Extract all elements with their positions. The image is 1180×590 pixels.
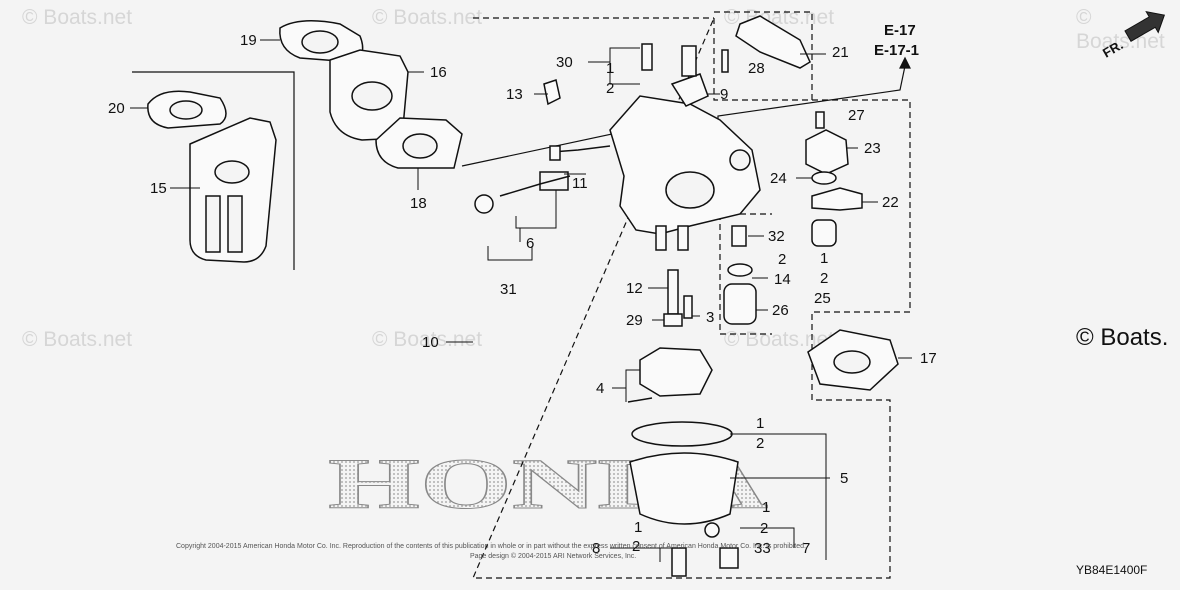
- callout-1: 1: [606, 60, 614, 77]
- callout-2b: 2: [820, 270, 828, 287]
- watermark-prominent: © Boats.: [1076, 324, 1169, 351]
- valve-25: [811, 219, 837, 247]
- float-4: [639, 347, 713, 397]
- callout-10: 10: [422, 334, 439, 351]
- callout-15: 15: [150, 180, 167, 197]
- copyright-line: Copyright 2004-2015 American Honda Motor…: [176, 543, 806, 550]
- float-box: [719, 213, 772, 335]
- washer-29: [663, 313, 683, 327]
- callout-5: 5: [840, 470, 848, 487]
- svg-text:FR.: FR.: [1100, 37, 1126, 60]
- washer-24: [811, 171, 837, 185]
- cap-31: [474, 194, 494, 214]
- diagram-code: YB84E1400F: [1076, 563, 1147, 577]
- callout-2c: 2: [778, 251, 786, 268]
- lever-21: [735, 15, 811, 69]
- pin-28: [721, 49, 729, 73]
- callout-1e: 1: [634, 519, 642, 536]
- callout-12: 12: [626, 280, 643, 297]
- clip-13: [543, 79, 561, 106]
- jet-32: [731, 225, 747, 247]
- ring-14: [727, 263, 753, 277]
- callout-17: 17: [920, 350, 937, 367]
- callout-26: 26: [772, 302, 789, 319]
- callout-1b: 1: [820, 250, 828, 267]
- lever-box: [714, 11, 813, 100]
- callout-29: 29: [626, 312, 643, 329]
- callout-2d: 2: [756, 435, 764, 452]
- copyright-line-2: Page design © 2004-2015 ARI Network Serv…: [470, 552, 636, 560]
- callout-9: 9: [720, 86, 728, 103]
- callout-21: 21: [832, 44, 849, 61]
- callout-33: 33: [754, 540, 771, 557]
- screw-30: [641, 43, 653, 71]
- arrow-icon: [1124, 10, 1166, 42]
- bracket-box: [132, 71, 295, 270]
- callout-32: 32: [768, 228, 785, 245]
- float-bowl-5: [629, 452, 739, 525]
- callout-4: 4: [596, 380, 604, 397]
- callout-7: 7: [802, 540, 810, 557]
- callout-23: 23: [864, 140, 881, 157]
- callout-1d: 1: [762, 499, 770, 516]
- callout-2: 2: [606, 80, 614, 97]
- watermark: © Boats.net: [22, 6, 133, 29]
- callout-1c: 1: [756, 415, 764, 432]
- callout-16: 16: [430, 64, 447, 81]
- choke-lever-9: [670, 73, 709, 107]
- callout-31: 31: [500, 281, 517, 298]
- screw-27: [815, 111, 825, 129]
- watermark: © Boats.net: [372, 6, 483, 29]
- drain-bolt-8: [671, 547, 687, 577]
- callout-2f: 2: [632, 538, 640, 555]
- callout-28: 28: [748, 60, 765, 77]
- reference-e17: E-17: [884, 22, 916, 39]
- watermark: © Boats.net: [372, 328, 483, 351]
- ring-1-2: [631, 421, 733, 447]
- callout-3: 3: [706, 309, 714, 326]
- lever-22: [811, 187, 863, 211]
- callout-19: 19: [240, 32, 257, 49]
- callout-24: 24: [770, 170, 787, 187]
- float-26: [723, 283, 757, 325]
- bolt-33: [719, 547, 739, 569]
- callout-8: 8: [592, 540, 600, 557]
- pilot-screw-6: [499, 175, 571, 197]
- needle-12: [667, 269, 679, 315]
- callout-2e: 2: [760, 520, 768, 537]
- spring-3: [683, 295, 693, 319]
- cover-23: [805, 129, 849, 175]
- front-direction-indicator: FR.: [1100, 10, 1166, 61]
- watermark: © Boats.net: [22, 328, 133, 351]
- callout-6: 6: [526, 235, 534, 252]
- callout-20: 20: [108, 100, 125, 117]
- callout-25: 25: [814, 290, 831, 307]
- callout-27: 27: [848, 107, 865, 124]
- callout-13: 13: [506, 86, 523, 103]
- callout-22: 22: [882, 194, 899, 211]
- reference-e17-1: E-17-1: [874, 42, 919, 59]
- watermark: © Boats.net: [1076, 6, 1165, 53]
- callout-14: 14: [774, 271, 791, 288]
- callout-30: 30: [556, 54, 573, 71]
- callout-11: 11: [572, 175, 588, 192]
- callout-18: 18: [410, 195, 427, 212]
